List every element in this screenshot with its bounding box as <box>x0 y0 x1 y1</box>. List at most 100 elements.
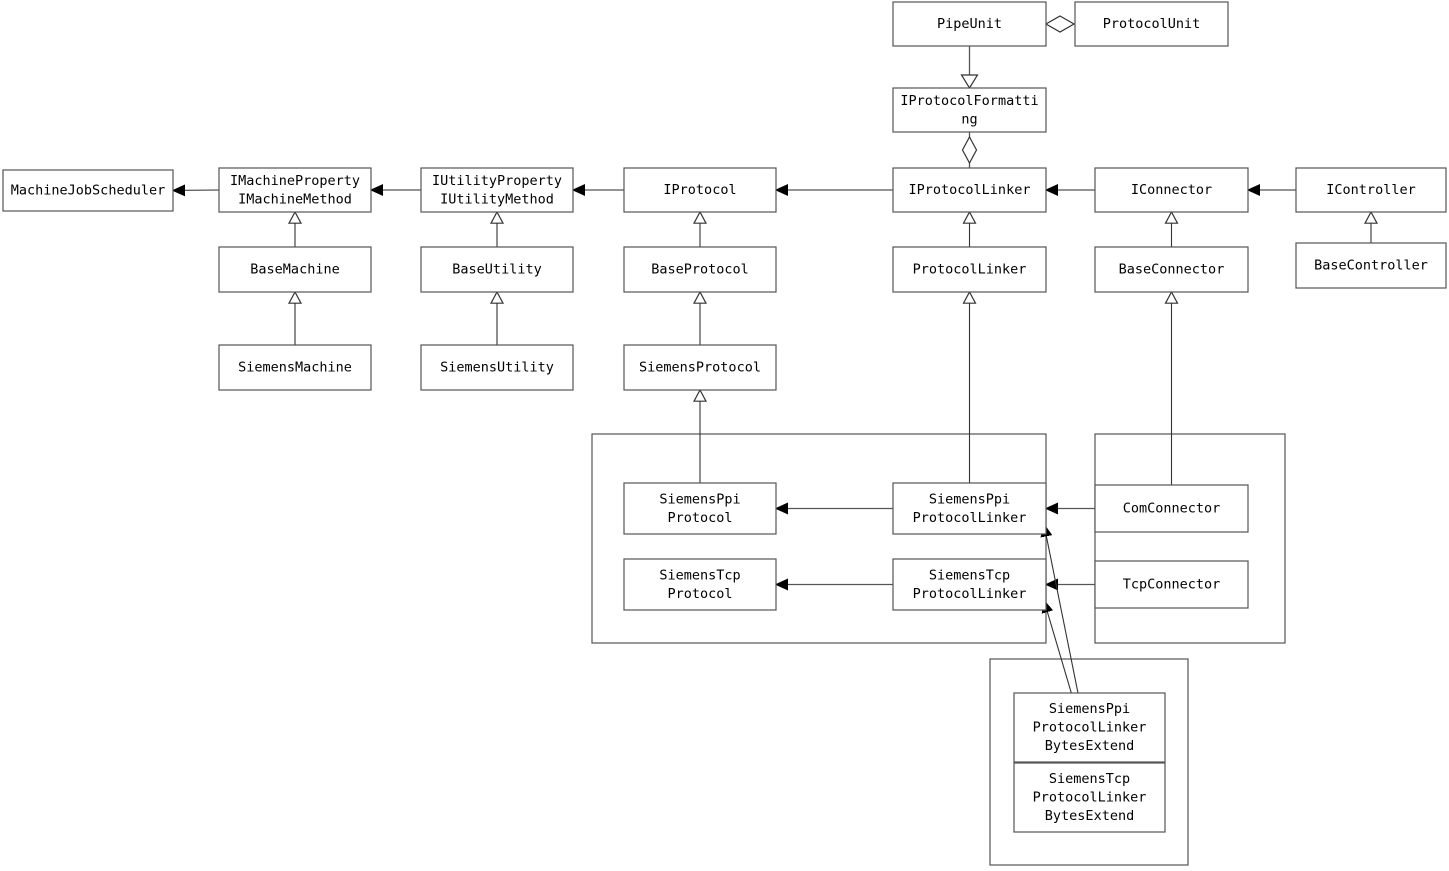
class-box <box>2 169 174 212</box>
class-name-line: ProtocolLinker <box>913 262 1027 278</box>
class-name-line: BaseConnector <box>1119 262 1225 278</box>
class-node-MachineJobScheduler[interactable]: MachineJobScheduler <box>2 169 174 212</box>
class-box <box>218 344 372 391</box>
class-box <box>892 167 1047 213</box>
class-name-line: IProtocolLinker <box>909 182 1031 198</box>
class-name-line: BaseMachine <box>250 262 339 278</box>
class-box <box>1013 762 1166 833</box>
class-name-line: SiemensUtility <box>440 360 554 376</box>
class-box <box>1295 167 1447 213</box>
class-name-line: ng <box>961 111 977 127</box>
class-name-line: IConnector <box>1131 182 1212 198</box>
class-name-line: IController <box>1326 182 1415 198</box>
class-node-IController[interactable]: IController <box>1295 167 1447 213</box>
class-name-line: BaseProtocol <box>651 262 749 278</box>
class-name-line: IUtilityProperty <box>432 173 562 189</box>
class-name-line: IMachineProperty <box>230 173 360 189</box>
class-name-line: BytesExtend <box>1045 738 1134 754</box>
class-name-line: ProtocolLinker <box>1033 790 1147 806</box>
class-node-SiemensUtility[interactable]: SiemensUtility <box>420 344 574 391</box>
class-node-SiemensMachine[interactable]: SiemensMachine <box>218 344 372 391</box>
class-node-TcpConnector[interactable]: TcpConnector <box>1094 560 1249 609</box>
class-name-line: SiemensPpi <box>929 491 1010 507</box>
class-name-line: IUtilityMethod <box>440 191 554 207</box>
class-box <box>420 246 574 293</box>
class-box <box>623 482 777 535</box>
class-name-line: ComConnector <box>1123 501 1221 517</box>
class-name-line: SiemensTcp <box>1049 771 1130 787</box>
class-box <box>623 558 777 611</box>
diamond-composition-iprotocollinker <box>961 135 978 165</box>
class-name-line: IProtocolFormatti <box>900 93 1038 109</box>
class-name-line: ProtocolLinker <box>1033 720 1147 736</box>
class-box <box>1013 692 1166 763</box>
class-node-BaseUtility[interactable]: BaseUtility <box>420 246 574 293</box>
group-bytes-extend-group <box>989 658 1189 866</box>
class-box <box>1094 484 1249 533</box>
class-name-line: MachineJobScheduler <box>11 183 165 199</box>
diamond-aggregation-pipeunit <box>1044 15 1076 33</box>
class-node-BaseConnector[interactable]: BaseConnector <box>1094 246 1249 293</box>
class-node-IProtocolLinker[interactable]: IProtocolLinker <box>892 167 1047 213</box>
class-node-ComConnector[interactable]: ComConnector <box>1094 484 1249 533</box>
class-box <box>218 246 372 293</box>
class-name-line: SiemensPpi <box>1049 701 1130 717</box>
class-name-line: ProtocolUnit <box>1103 16 1201 32</box>
class-box <box>892 482 1047 535</box>
class-name-line: Protocol <box>667 510 732 526</box>
class-box <box>623 246 777 293</box>
class-name-line: SiemensMachine <box>238 360 352 376</box>
class-name-line: ProtocolLinker <box>913 586 1027 602</box>
class-box <box>892 246 1047 293</box>
class-name-line: TcpConnector <box>1123 577 1221 593</box>
group-connector-group <box>1094 433 1286 644</box>
class-name-line: PipeUnit <box>937 16 1002 32</box>
class-box <box>892 558 1047 611</box>
class-node-ProtocolUnit[interactable]: ProtocolUnit <box>1074 1 1229 47</box>
class-name-line: Protocol <box>667 586 732 602</box>
class-box <box>892 87 1047 133</box>
class-name-line: BytesExtend <box>1045 808 1134 824</box>
class-name-line: ProtocolLinker <box>913 510 1027 526</box>
class-node-BaseMachine[interactable]: BaseMachine <box>218 246 372 293</box>
class-name-line: BaseController <box>1314 258 1428 274</box>
class-node-ProtocolLinker[interactable]: ProtocolLinker <box>892 246 1047 293</box>
class-name-line: SiemensPpi <box>659 491 740 507</box>
class-node-BaseProtocol[interactable]: BaseProtocol <box>623 246 777 293</box>
class-box <box>218 167 372 213</box>
class-box <box>1094 167 1249 213</box>
class-box <box>1074 1 1229 47</box>
class-node-BaseController[interactable]: BaseController <box>1295 242 1447 289</box>
class-box <box>420 167 574 213</box>
edge-layer <box>173 15 1379 764</box>
class-node-PipeUnit[interactable]: PipeUnit <box>892 1 1047 47</box>
class-name-line: IProtocol <box>663 182 736 198</box>
class-box <box>1094 246 1249 293</box>
class-box <box>623 167 777 213</box>
class-name-line: SiemensTcp <box>929 567 1010 583</box>
class-node-IConnector[interactable]: IConnector <box>1094 167 1249 213</box>
class-node-SiemensProtocol[interactable]: SiemensProtocol <box>623 344 777 391</box>
class-name-line: IMachineMethod <box>238 191 352 207</box>
class-name-line: SiemensProtocol <box>639 360 761 376</box>
class-box <box>1094 560 1249 609</box>
class-box <box>1295 242 1447 289</box>
class-box <box>420 344 574 391</box>
class-node-IProtocol[interactable]: IProtocol <box>623 167 777 213</box>
group-frames <box>591 433 1286 866</box>
class-node-IProtocolFormatting[interactable]: IProtocolFormatti ng <box>892 87 1047 133</box>
class-box <box>892 1 1047 47</box>
generalization-arrow-iprotocolformatting <box>960 74 979 90</box>
class-name-line: SiemensTcp <box>659 567 740 583</box>
